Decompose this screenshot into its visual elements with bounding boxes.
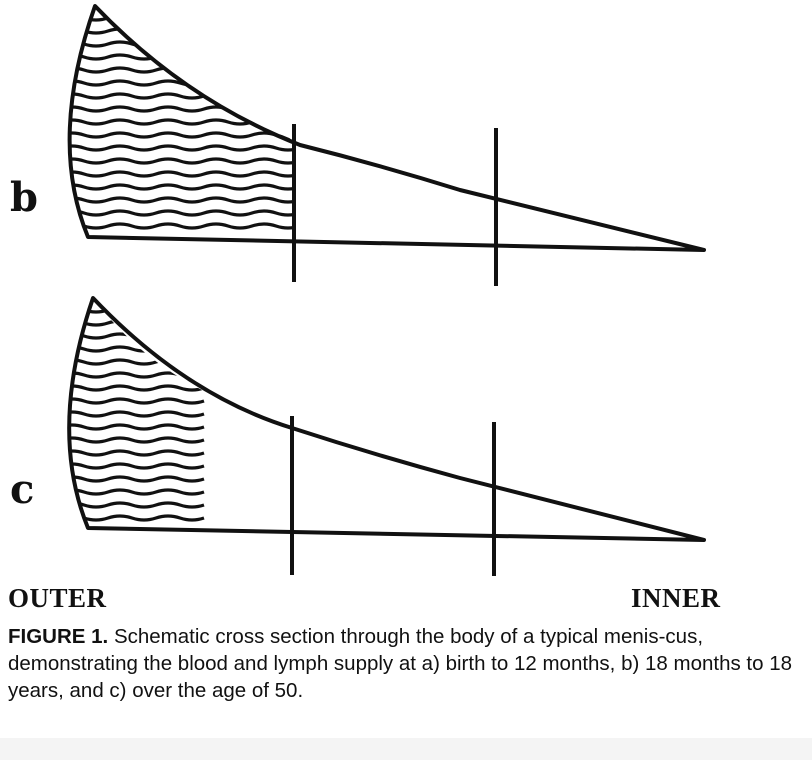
- meniscus-diagram: [67, 4, 706, 576]
- meniscus-panel-b: [67, 4, 706, 286]
- meniscus-outline-c: [67, 296, 706, 542]
- panel-label-b: b: [10, 174, 38, 221]
- meniscus-outline-b: [67, 4, 706, 252]
- figure-number: FIGURE 1.: [8, 625, 109, 648]
- page-footer-band: [0, 738, 812, 760]
- meniscus-panel-c: [67, 296, 706, 576]
- vascular-zone-hatching-c: [69, 306, 205, 522]
- figure-caption: FIGURE 1. Schematic cross section throug…: [8, 623, 798, 704]
- panel-label-c: c: [10, 466, 35, 513]
- caption-text: Schematic cross section through the body…: [8, 625, 793, 702]
- vascular-zone-hatching-b: [69, 14, 294, 230]
- inner-label: INNER: [631, 583, 721, 613]
- outer-label: OUTER: [8, 583, 107, 613]
